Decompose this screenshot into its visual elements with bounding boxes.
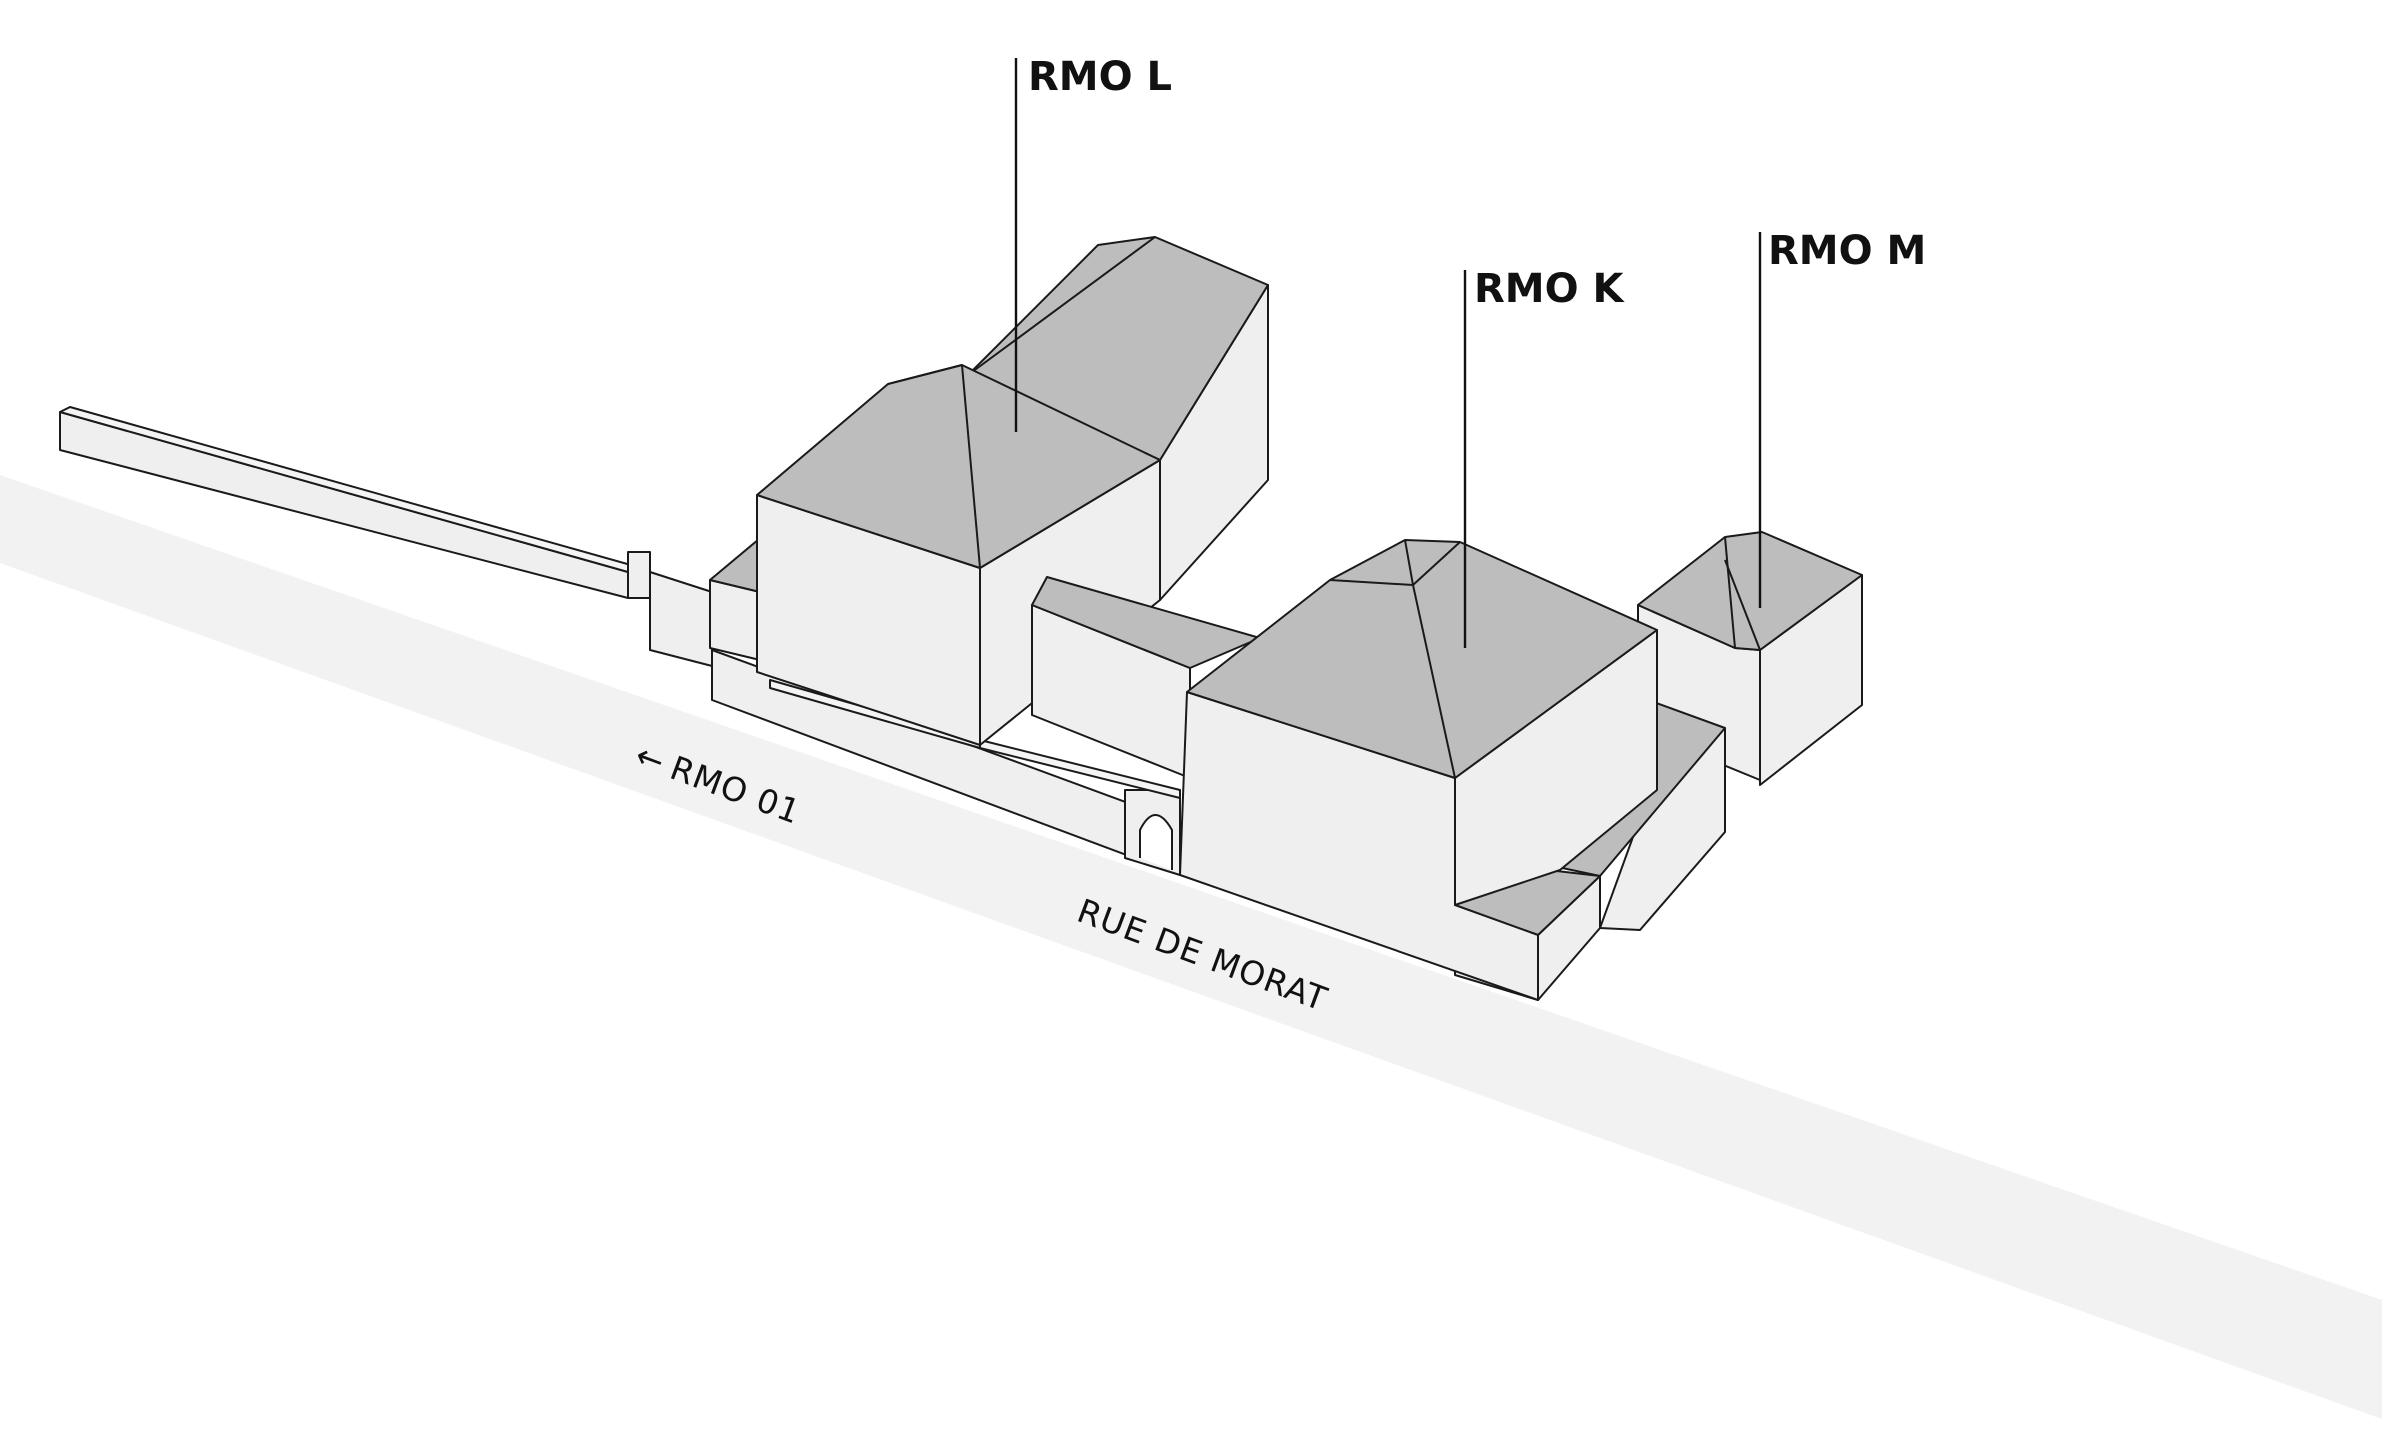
label-rmo-k: RMO K (1474, 266, 1626, 312)
building-rmo-l (756, 364, 1161, 746)
label-rmo-l: RMO L (1028, 54, 1172, 100)
label-rmo-m: RMO M (1768, 228, 1926, 274)
road-band (0, 475, 2382, 1419)
building-rmo-k (1179, 539, 1658, 1001)
forecourt-wall (711, 649, 1181, 876)
boundary-wall-west (59, 406, 713, 667)
